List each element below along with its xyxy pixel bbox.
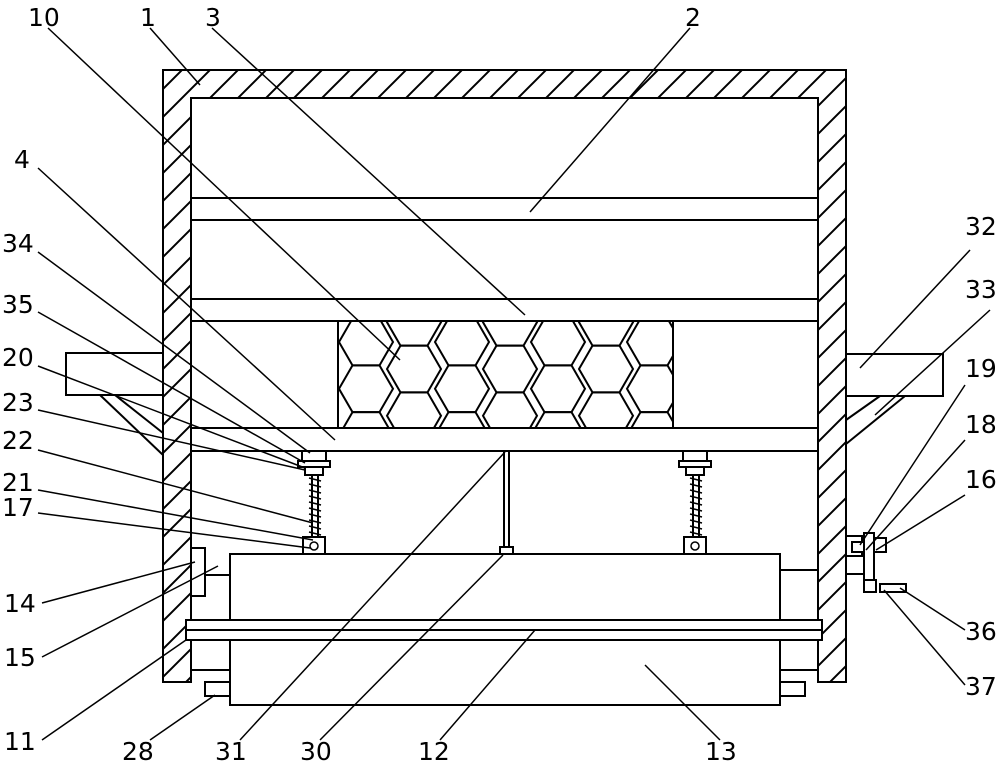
hex-cell: [577, 391, 635, 428]
left-screw: [297, 450, 331, 555]
spring-coil: [308, 531, 322, 536]
spring-coil: [689, 507, 703, 512]
hex-cell: [577, 344, 635, 394]
label-16: 16: [965, 465, 997, 494]
leader-lines: [37, 27, 991, 741]
label-37: 37: [965, 672, 997, 701]
spring-coil: [689, 525, 703, 530]
hex-cell: [529, 364, 587, 414]
spring-coil: [689, 531, 703, 536]
hex-cell: [387, 439, 441, 486]
label-28: 28: [122, 737, 154, 766]
hex-cell: [481, 344, 539, 394]
right-foot: [779, 681, 806, 697]
hex-cell: [627, 272, 681, 319]
hex-cell: [342, 411, 390, 428]
hex-cell: [385, 322, 443, 347]
label-17: 17: [2, 493, 34, 522]
spring-coil: [308, 495, 322, 500]
hex-cell: [385, 344, 443, 394]
hex-cell: [339, 272, 393, 319]
honeycomb-filter: [337, 272, 681, 486]
housing-wall: [162, 69, 847, 683]
spring-coil: [308, 501, 322, 506]
hex-cell: [338, 322, 395, 367]
label-20: 20: [2, 343, 34, 372]
spring-coil: [689, 519, 703, 524]
label-11: 11: [4, 727, 36, 756]
hex-cell: [438, 411, 486, 428]
hex-cell: [435, 272, 489, 319]
label-34: 34: [2, 229, 34, 258]
hex-cell: [534, 411, 582, 428]
housing: [162, 69, 847, 683]
hex-cell: [433, 322, 491, 367]
tray-assembly: [185, 547, 823, 706]
spring-coil: [308, 489, 322, 494]
label-2: 2: [685, 3, 701, 32]
left-stop: [190, 547, 206, 597]
hex-cell: [481, 391, 539, 428]
spring-coil: [689, 495, 703, 500]
label-36: 36: [965, 617, 997, 646]
label-32: 32: [965, 212, 997, 241]
spring-coil: [689, 513, 703, 518]
label-14: 14: [4, 589, 36, 618]
hex-cell: [481, 322, 539, 347]
center-rod: [499, 451, 514, 556]
right-bracket: [845, 353, 944, 397]
label-3: 3: [205, 3, 221, 32]
label-22: 22: [2, 426, 34, 455]
label-15: 15: [4, 643, 36, 672]
label-1: 1: [140, 3, 156, 32]
hex-cell: [531, 272, 585, 319]
hex-cell: [433, 364, 491, 414]
label-35: 35: [2, 290, 34, 319]
spring-coil: [689, 477, 703, 482]
label-33: 33: [965, 275, 997, 304]
spring-coil: [308, 477, 322, 482]
spring-coil: [689, 489, 703, 494]
label-31: 31: [215, 737, 247, 766]
spring-coil: [308, 483, 322, 488]
spring-coil: [308, 513, 322, 518]
hex-cell: [630, 411, 673, 428]
knob-mechanism: [845, 532, 907, 593]
spring-coil: [689, 483, 703, 488]
label-30: 30: [300, 737, 332, 766]
lower-plate: [191, 427, 818, 452]
label-18: 18: [965, 410, 997, 439]
spring-coil: [689, 501, 703, 506]
spring-coil: [308, 519, 322, 524]
label-21: 21: [2, 468, 34, 497]
label-23: 23: [2, 388, 34, 417]
spring-coil: [308, 525, 322, 530]
label-19: 19: [965, 354, 997, 383]
spring-coil: [308, 507, 322, 512]
side-brackets: [65, 352, 944, 456]
hex-cell: [577, 322, 635, 347]
hex-cell: [529, 322, 587, 367]
right-screw: [678, 450, 712, 555]
hex-cell: [338, 364, 395, 414]
left-foot: [204, 681, 231, 697]
label-13: 13: [705, 737, 737, 766]
hex-cell: [579, 439, 633, 486]
label-10: 10: [28, 3, 60, 32]
upper-block: [191, 197, 818, 322]
label-4: 4: [14, 145, 30, 174]
label-12: 12: [418, 737, 450, 766]
part-labels: 10 1 3 2 4 34 35 20 23 22 21 17 14 15 11…: [2, 3, 997, 766]
hex-cell: [385, 391, 443, 428]
